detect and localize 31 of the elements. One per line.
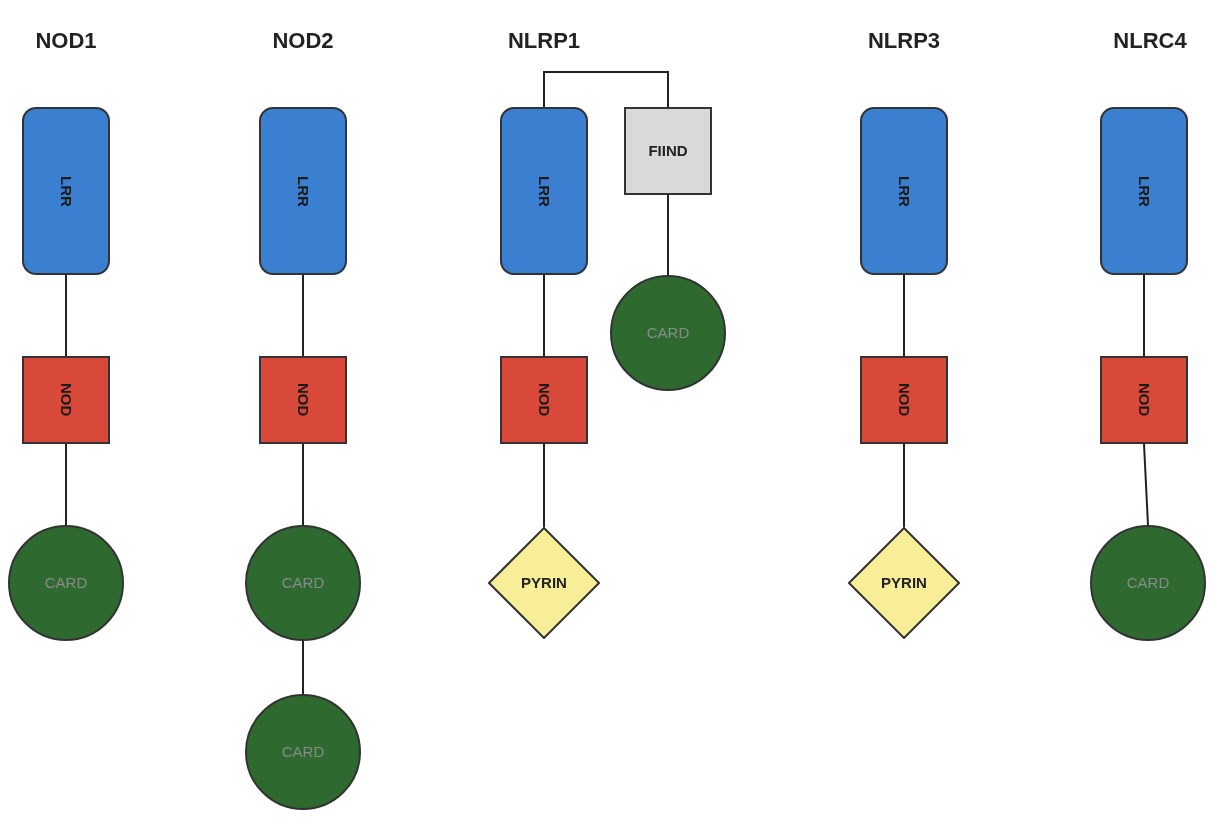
connector-line [1143, 443, 1149, 526]
connector-line [65, 443, 67, 526]
connector-line [65, 274, 67, 357]
domain-square: NOD [860, 356, 948, 444]
domain-box: LRR [1100, 107, 1188, 275]
domain-label: PYRIN [881, 572, 927, 593]
connector-line [543, 443, 545, 528]
connector-line [903, 443, 905, 528]
domain-box: LRR [860, 107, 948, 275]
connector-line [543, 274, 545, 357]
column-heading: NLRP3 [867, 27, 941, 55]
column-heading: NOD1 [35, 27, 97, 55]
domain-square: NOD [1100, 356, 1188, 444]
domain-square: FIIND [624, 107, 712, 195]
column-heading: NLRP1 [507, 27, 581, 55]
connector-line [667, 194, 669, 276]
domain-label: PYRIN [521, 572, 567, 593]
domain-square: NOD [259, 356, 347, 444]
connector-line [543, 71, 669, 108]
connector-line [1143, 274, 1145, 357]
connector-line [302, 443, 304, 526]
column-heading: NOD2 [272, 27, 334, 55]
connector-line [302, 640, 304, 695]
column-heading: NLRC4 [1113, 27, 1187, 55]
domain-box: LRR [259, 107, 347, 275]
domain-box: LRR [500, 107, 588, 275]
connector-line [903, 274, 905, 357]
domain-box: LRR [22, 107, 110, 275]
domain-square: NOD [500, 356, 588, 444]
domain-square: NOD [22, 356, 110, 444]
connector-line [302, 274, 304, 357]
